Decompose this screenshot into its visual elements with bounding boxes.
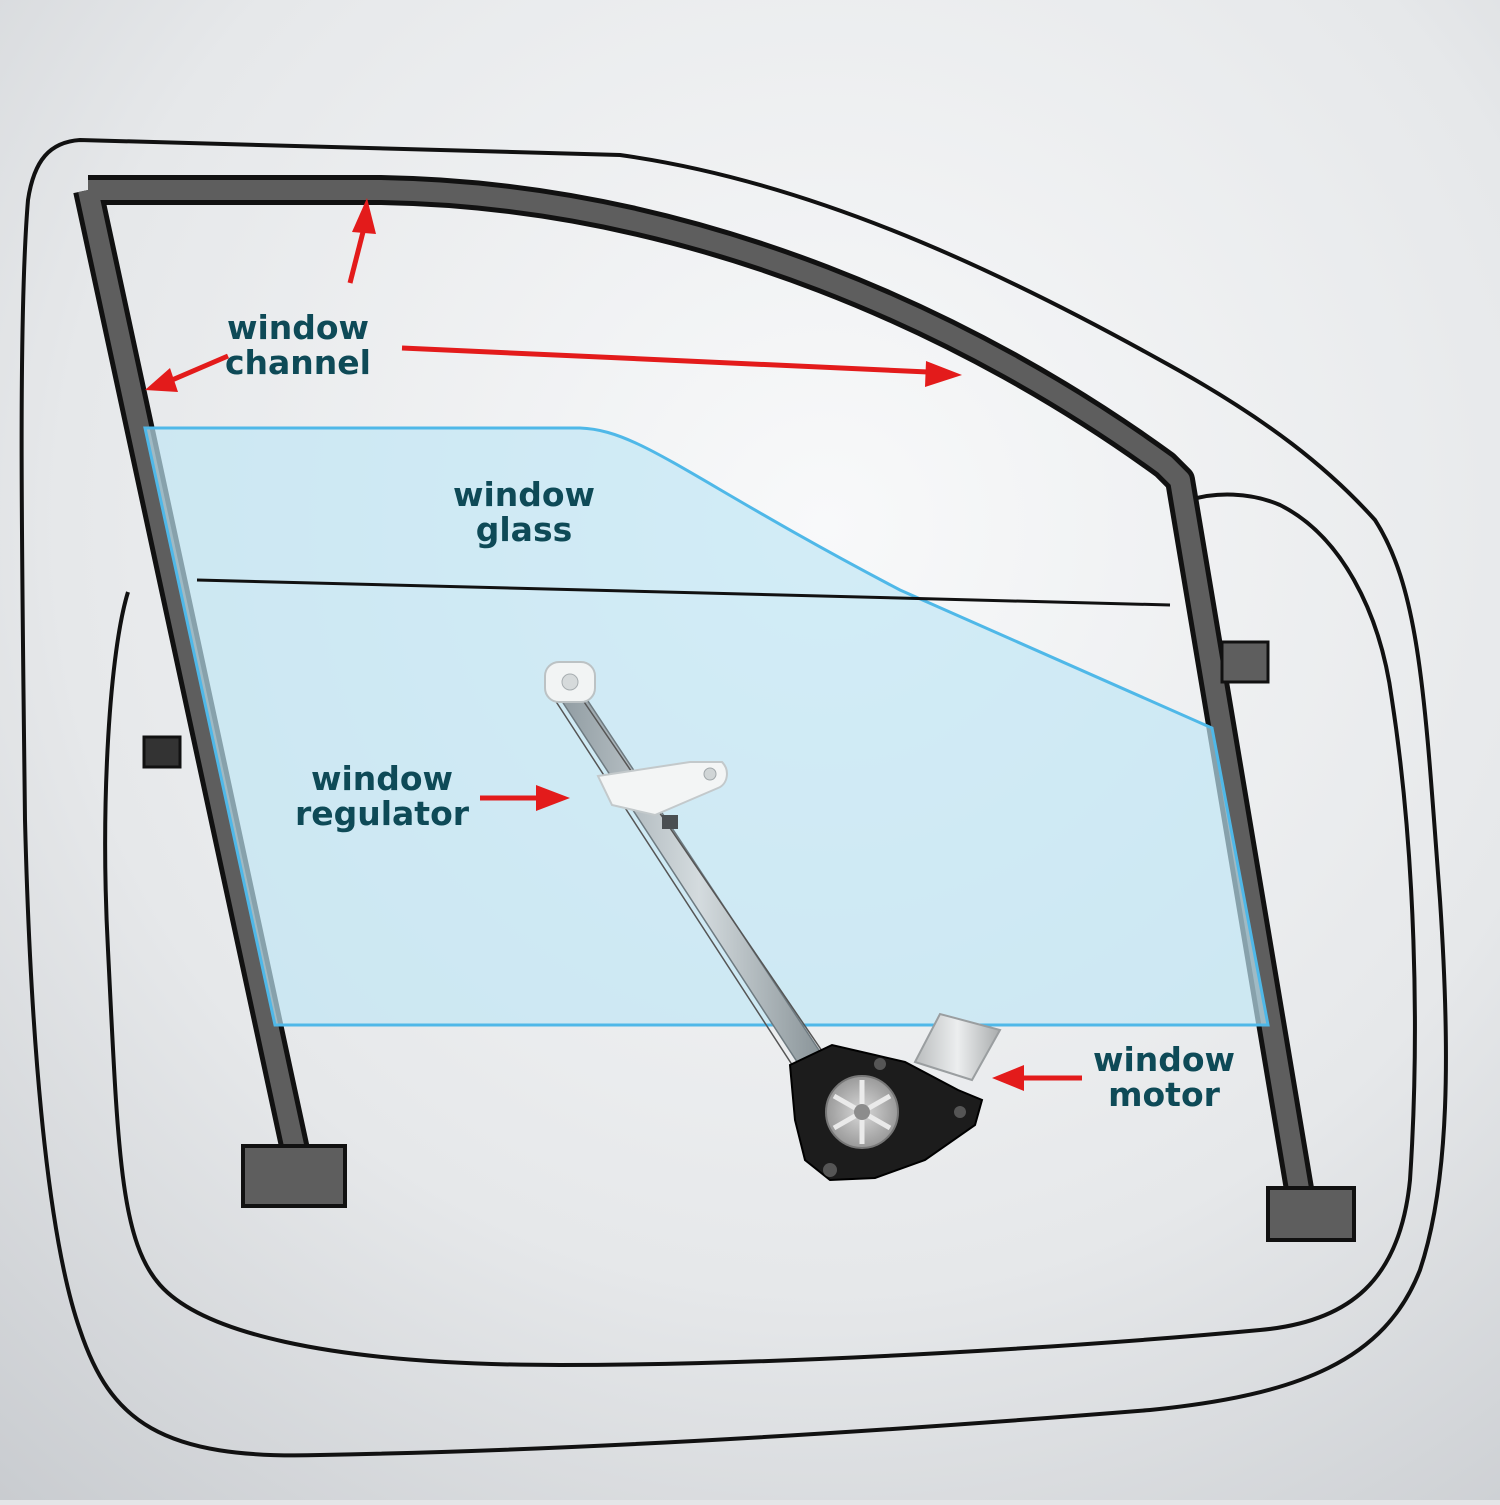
label-glass-line2: glass bbox=[476, 510, 573, 549]
motor-bolt bbox=[954, 1106, 966, 1118]
motor-bolt bbox=[823, 1163, 837, 1177]
motor-cylinder bbox=[913, 1012, 1002, 1082]
slider-clip bbox=[662, 815, 678, 829]
arrow-channel-top bbox=[347, 227, 367, 284]
arrow-channel-right bbox=[401, 345, 929, 375]
red-arrows bbox=[145, 198, 1082, 1091]
regulator-slider-bracket bbox=[596, 761, 728, 817]
pulley-hub bbox=[561, 673, 579, 691]
belt-line bbox=[196, 578, 1171, 607]
regulator-cable bbox=[579, 695, 851, 1093]
label-regulator-line1: window bbox=[311, 759, 453, 798]
window-channel-fill bbox=[78, 180, 1310, 1197]
door-inner-outline bbox=[103, 492, 1417, 1368]
channel-foot-left bbox=[241, 1144, 347, 1208]
window-glass bbox=[143, 426, 1270, 1027]
channel-tab-left bbox=[142, 735, 182, 769]
label-motor-line2: motor bbox=[1108, 1075, 1221, 1114]
regulator-cable bbox=[554, 699, 816, 1101]
label-channel-line1: window bbox=[227, 308, 369, 347]
door-outer-outline bbox=[19, 137, 1448, 1458]
arrow-head bbox=[352, 198, 376, 234]
window-motor bbox=[788, 1012, 1002, 1182]
motor-bolt bbox=[874, 1058, 886, 1070]
arrow-head bbox=[925, 361, 962, 387]
label-regulator-line2: regulator bbox=[295, 794, 470, 833]
arrow-head bbox=[992, 1065, 1024, 1091]
arrow-head bbox=[536, 785, 570, 811]
label-channel-line2: channel bbox=[225, 343, 371, 382]
label-glass-line1: window bbox=[453, 475, 595, 514]
arrow-channel-left bbox=[171, 353, 229, 383]
gear-hub bbox=[854, 1104, 870, 1120]
channel-foot-right bbox=[1266, 1186, 1356, 1242]
arrow-head bbox=[145, 368, 178, 392]
channel-tab-right bbox=[1220, 640, 1270, 684]
label-motor-line1: window bbox=[1093, 1040, 1235, 1079]
bracket-hole bbox=[703, 767, 717, 781]
